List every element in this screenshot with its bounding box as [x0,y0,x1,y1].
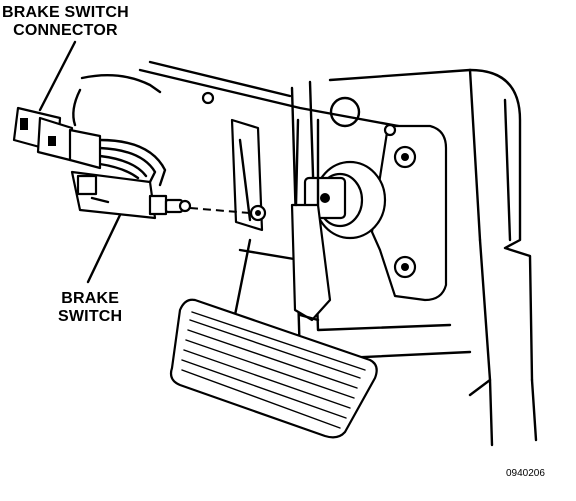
install-path-dashed [189,207,251,214]
brake-switch [70,170,192,220]
brake-switch-label: BRAKE SWITCH [58,290,122,326]
brake-switch-connector [12,106,102,170]
wire-harness [72,74,167,187]
connector-label-line2: CONNECTOR [13,22,118,39]
pedal-bracket [370,123,448,302]
switch-label-line1: BRAKE [61,290,120,307]
brake-switch-connector-label: BRAKE SWITCH CONNECTOR [2,4,129,40]
figure-id: 0940206 [506,468,545,479]
pedal-pad [169,298,378,439]
switch-label-line2: SWITCH [58,308,123,325]
pedal-pivot [303,160,387,240]
leader-lines [38,40,122,284]
pedal-arm [290,118,332,322]
switch-bracket [201,91,267,232]
connector-label-line1: BRAKE SWITCH [2,4,129,21]
